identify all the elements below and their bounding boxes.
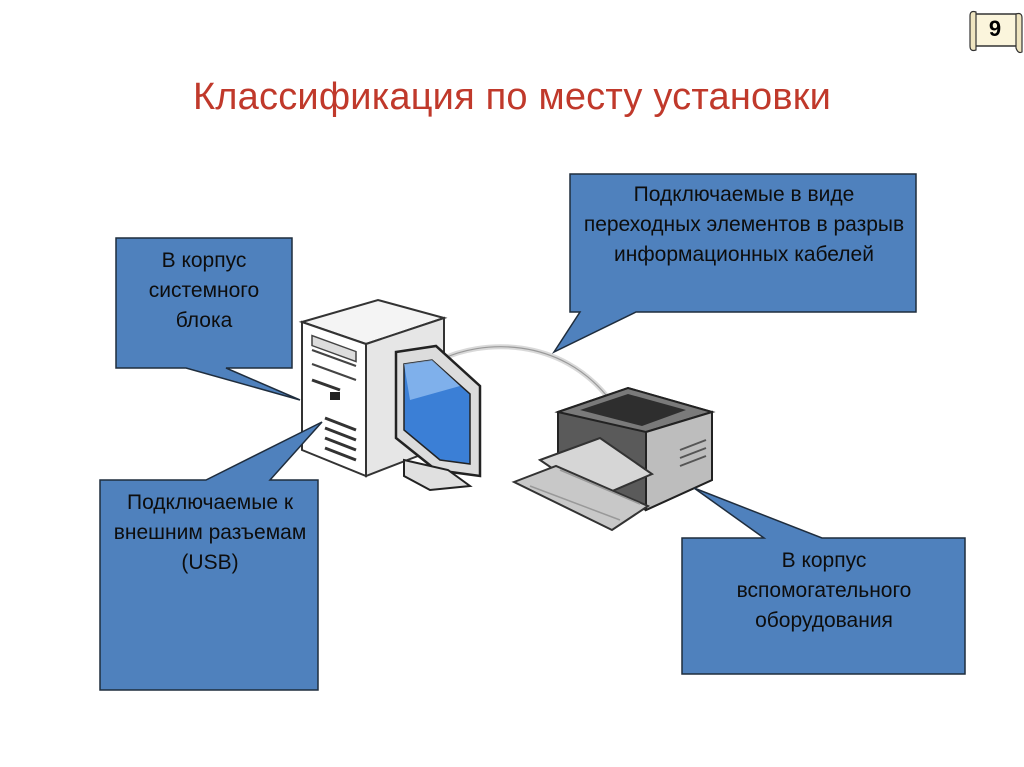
callout-auxiliary-shape [681, 487, 966, 675]
callout-auxiliary-text: В корпус вспомогательного оборудования [736, 549, 912, 632]
callout-cable-text: Подключаемые в виде переходных элементов… [583, 183, 905, 266]
printer-icon [511, 386, 716, 532]
callout-system-unit-shape [115, 237, 301, 401]
callout-cable-shape [551, 173, 917, 354]
slide-number: 9 [988, 16, 1002, 41]
slide-title: Классификация по месту установки [192, 76, 832, 118]
callout-external-shape [99, 421, 323, 691]
computer-tower-icon [298, 298, 448, 478]
scroll-badge-icon [969, 10, 1023, 54]
callout-system-unit-text: В корпус системного блока [148, 249, 260, 332]
monitor-icon [394, 344, 482, 492]
callout-external-text: Подключаемые к внешним разъемам (USB) [113, 491, 307, 574]
